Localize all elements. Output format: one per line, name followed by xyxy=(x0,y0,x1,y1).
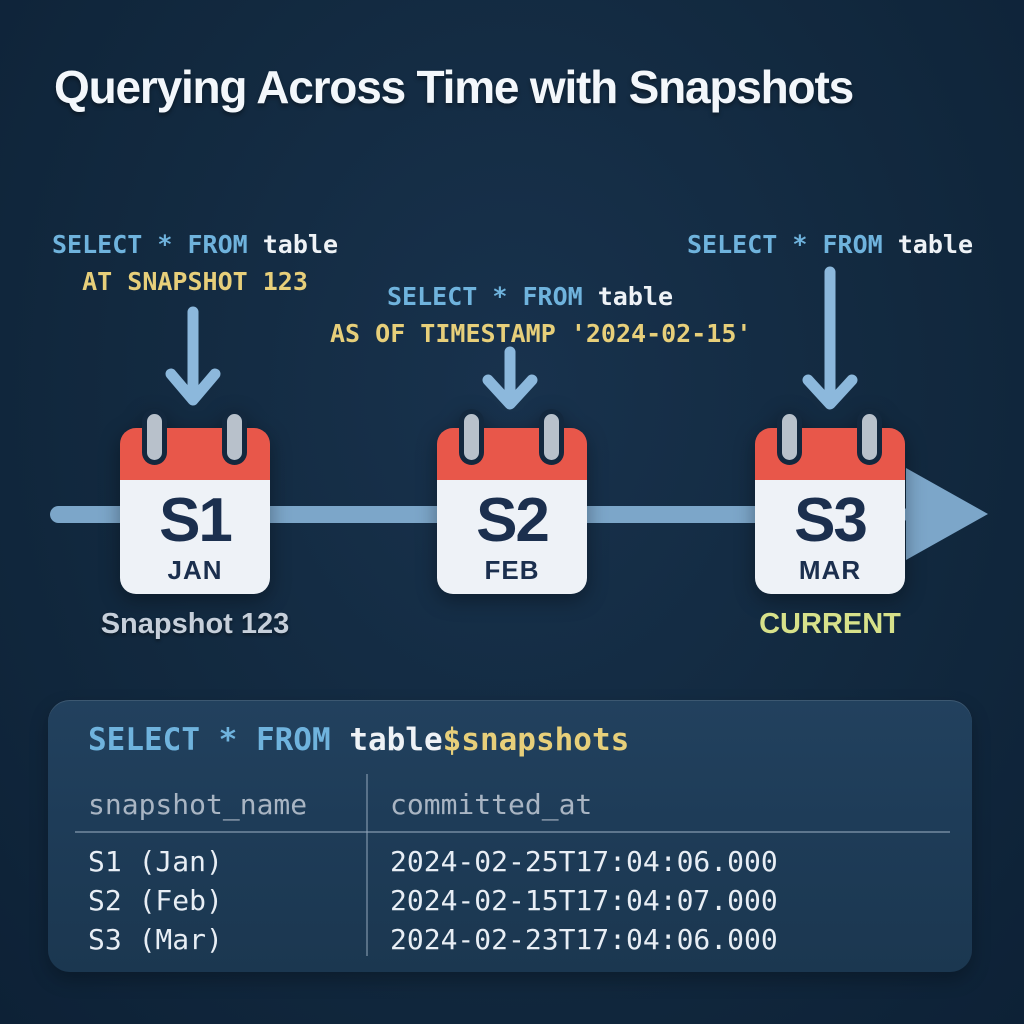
sql-keyword: SELECT * FROM xyxy=(52,230,248,259)
cell-committed-at: 2024-02-23T17:04:06.000 xyxy=(390,923,778,956)
calendar-pin-icon xyxy=(782,414,797,460)
down-arrow-icon-s3 xyxy=(802,266,858,410)
cell-snapshot-name: S2 (Feb) xyxy=(88,884,223,917)
query-line-clause: AS OF TIMESTAMP '2024-02-15' xyxy=(330,319,752,348)
column-divider xyxy=(366,774,368,956)
snapshots-query: SELECT * FROM table$snapshots xyxy=(88,722,629,758)
down-arrow-icon-s1 xyxy=(165,306,221,406)
timeline-arrowhead-icon xyxy=(906,468,988,560)
query-at-snapshot: SELECT * FROM table AT SNAPSHOT 123 xyxy=(25,226,365,300)
table-row: S3 (Mar) 2024-02-23T17:04:06.000 xyxy=(88,923,778,956)
sql-table-identifier: table xyxy=(597,282,673,311)
sql-table-identifier: table xyxy=(262,230,338,259)
column-header-snapshot-name: snapshot_name xyxy=(88,788,308,821)
query-as-of-timestamp: SELECT * FROM table AS OF TIMESTAMP '202… xyxy=(330,278,752,352)
calendar-pin-icon xyxy=(862,414,877,460)
cell-snapshot-name: S3 (Mar) xyxy=(88,923,223,956)
calendar-snapshot-s2: S2 FEB xyxy=(437,414,587,594)
calendar-pin-icon xyxy=(227,414,242,460)
cell-snapshot-name: S1 (Jan) xyxy=(88,845,223,878)
column-header-committed-at: committed_at xyxy=(390,788,593,821)
query-line-select: SELECT * FROM table xyxy=(665,226,995,263)
sql-keyword: SELECT * FROM xyxy=(387,282,583,311)
query-line-select: SELECT * FROM table xyxy=(25,226,365,263)
sql-metadata-suffix: $snapshots xyxy=(442,722,630,758)
snapshot-id: S2 xyxy=(476,486,550,555)
sql-table-identifier: table xyxy=(897,230,973,259)
sql-keyword: SELECT * FROM xyxy=(88,722,331,758)
snapshot-month: MAR xyxy=(798,555,862,585)
snapshot-caption-current: CURRENT xyxy=(759,608,901,640)
calendar-header xyxy=(755,428,905,480)
snapshot-id: S3 xyxy=(794,486,868,555)
calendar-header xyxy=(120,428,270,480)
calendar-snapshot-s1: S1 JAN xyxy=(120,414,270,594)
calendar-pin-icon xyxy=(464,414,479,460)
calendar-pin-icon xyxy=(544,414,559,460)
calendar-pin-icon xyxy=(147,414,162,460)
calendar-body: S2 FEB xyxy=(437,480,587,594)
calendar-body: S1 JAN xyxy=(120,480,270,594)
cell-committed-at: 2024-02-25T17:04:06.000 xyxy=(390,845,778,878)
snapshot-id: S1 xyxy=(159,486,233,555)
calendar-header xyxy=(437,428,587,480)
page-title: Querying Across Time with Snapshots xyxy=(54,61,854,113)
snapshot-caption-s1: Snapshot 123 xyxy=(100,608,290,640)
query-line-clause: AT SNAPSHOT 123 xyxy=(82,267,308,296)
cell-committed-at: 2024-02-15T17:04:07.000 xyxy=(390,884,778,917)
sql-table-identifier: table xyxy=(349,722,443,758)
sql-keyword: SELECT * FROM xyxy=(687,230,883,259)
query-line-select: SELECT * FROM table xyxy=(330,278,730,315)
table-row: S1 (Jan) 2024-02-25T17:04:06.000 xyxy=(88,845,778,878)
query-current: SELECT * FROM table xyxy=(665,226,995,263)
table-row: S2 (Feb) 2024-02-15T17:04:07.000 xyxy=(88,884,778,917)
down-arrow-icon-s2 xyxy=(482,346,538,410)
snapshots-results-panel: SELECT * FROM table$snapshots snapshot_n… xyxy=(48,700,972,972)
calendar-body: S3 MAR xyxy=(755,480,905,594)
header-divider xyxy=(75,831,950,833)
snapshot-month: JAN xyxy=(167,555,223,585)
snapshot-month: FEB xyxy=(484,555,540,585)
calendar-snapshot-s3: S3 MAR xyxy=(755,414,905,594)
